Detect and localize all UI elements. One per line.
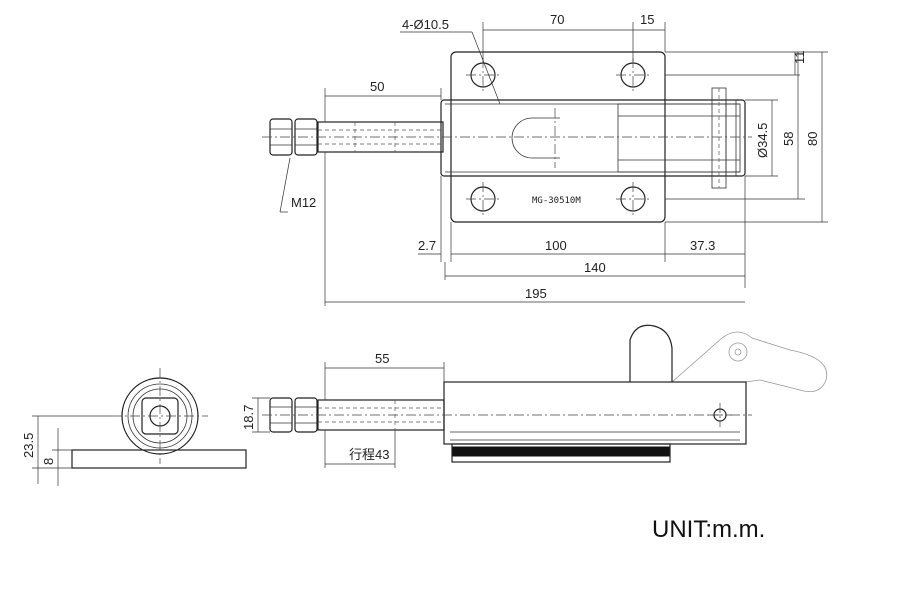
lever-closed-position <box>629 324 673 382</box>
dim-stroke-43: 行程43 <box>349 447 389 462</box>
base-plate-side <box>71 449 247 469</box>
dim-8: 8 <box>41 458 56 465</box>
front-dimensions: 55 18.7 行程43 <box>241 351 445 468</box>
dim-140: 140 <box>584 260 606 275</box>
lever-open-position <box>670 331 828 393</box>
side-dimensions: 23.5 8 <box>21 415 112 486</box>
mounting-hole-4 <box>616 182 650 216</box>
dim-100: 100 <box>545 238 567 253</box>
dim-11: 11 <box>792 51 807 65</box>
dim-hole-spec: 4-Ø10.5 <box>402 17 449 32</box>
dim-70: 70 <box>550 12 564 27</box>
square-bore <box>141 397 179 435</box>
mounting-hole-2 <box>616 58 650 92</box>
mounting-hole-3 <box>466 182 500 216</box>
dim-18-7: 18.7 <box>241 405 256 430</box>
dim-m12: M12 <box>291 195 316 210</box>
side-view <box>71 368 247 469</box>
body-housing-front <box>443 381 747 445</box>
mounting-hole-1 <box>466 58 500 92</box>
dim-195: 195 <box>525 286 547 301</box>
top-dimensions: 70 15 4-Ø10.5 50 11 Ø34.5 58 80 <box>279 12 828 306</box>
dim-58: 58 <box>781 132 796 146</box>
unit-label: UNIT:m.m. <box>652 516 765 543</box>
top-view: MG-30510M <box>262 51 752 223</box>
dim-37-3: 37.3 <box>690 238 715 253</box>
part-number-label: MG-30510M <box>532 196 581 206</box>
front-view <box>262 324 828 463</box>
base-plate-front <box>451 446 671 457</box>
body-housing-top <box>440 99 746 177</box>
dim-50: 50 <box>370 79 384 94</box>
dim-15: 15 <box>640 12 654 27</box>
dim-2-7: 2.7 <box>418 238 436 253</box>
dim-55: 55 <box>375 351 389 366</box>
dim-23-5: 23.5 <box>21 433 36 458</box>
dim-80: 80 <box>805 132 820 146</box>
dim-34-5: Ø34.5 <box>755 123 770 158</box>
plunger-slot <box>511 117 560 159</box>
